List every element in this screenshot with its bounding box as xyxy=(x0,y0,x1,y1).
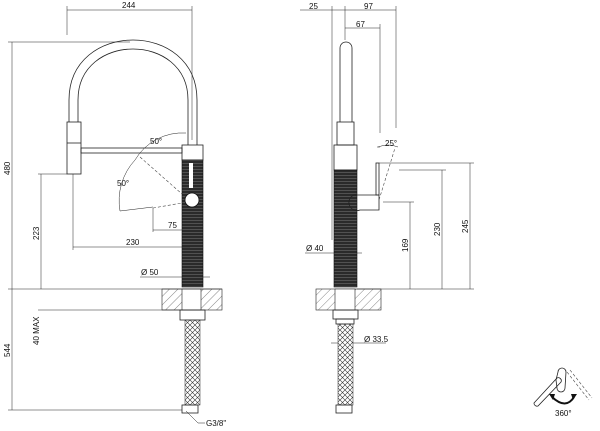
dim-75: 75 xyxy=(168,221,177,230)
spout-inner xyxy=(77,48,189,145)
dim-97: 97 xyxy=(364,2,373,11)
spout-outer xyxy=(68,39,198,145)
dim-245: 245 xyxy=(461,219,470,233)
side-knurled-body xyxy=(333,169,358,288)
supply-hoses xyxy=(184,319,201,406)
hose-fitting xyxy=(181,404,199,414)
rotation-label: 360° xyxy=(555,409,572,418)
dim-169: 169 xyxy=(401,238,410,252)
side-supply-hoses xyxy=(337,323,354,406)
dim-40-max: 40 MAX xyxy=(32,316,41,345)
dim-223: 223 xyxy=(32,226,41,240)
dim-25: 25 xyxy=(309,2,318,11)
dim-230: 230 xyxy=(126,238,140,247)
body-top xyxy=(181,144,204,161)
spray-head xyxy=(66,121,82,175)
lever-knob xyxy=(184,192,200,208)
hose-bar xyxy=(80,147,183,154)
side-body xyxy=(333,144,358,171)
dim-480: 480 xyxy=(3,161,12,175)
knurled-body xyxy=(181,159,204,288)
rotation-360-icon: 360° xyxy=(533,367,593,418)
angle-bottom-label: 50° xyxy=(117,179,129,188)
thread-label: G3/8" xyxy=(206,419,226,428)
dim-67: 67 xyxy=(356,20,365,29)
dim-diameter-40: Ø 40 xyxy=(306,244,324,253)
side-view: 25° 25 97 67 169 230 245 Ø 40 Ø 33.5 xyxy=(300,2,474,414)
side-lever xyxy=(348,194,380,211)
dim-544: 544 xyxy=(3,343,12,357)
spout-tube xyxy=(339,41,353,122)
dim-244: 244 xyxy=(122,1,136,10)
dim-230-side: 230 xyxy=(433,222,442,236)
angle-top-label: 50° xyxy=(150,137,162,146)
front-view: 50° 50° 244 480 223 230 75 Ø 50 40 MAX xyxy=(3,1,226,428)
dim-angle-25: 25° xyxy=(385,139,397,148)
dim-diameter-33-5: Ø 33.5 xyxy=(364,335,389,344)
mounting-nut xyxy=(179,309,206,321)
dim-diameter-50: Ø 50 xyxy=(141,268,159,277)
